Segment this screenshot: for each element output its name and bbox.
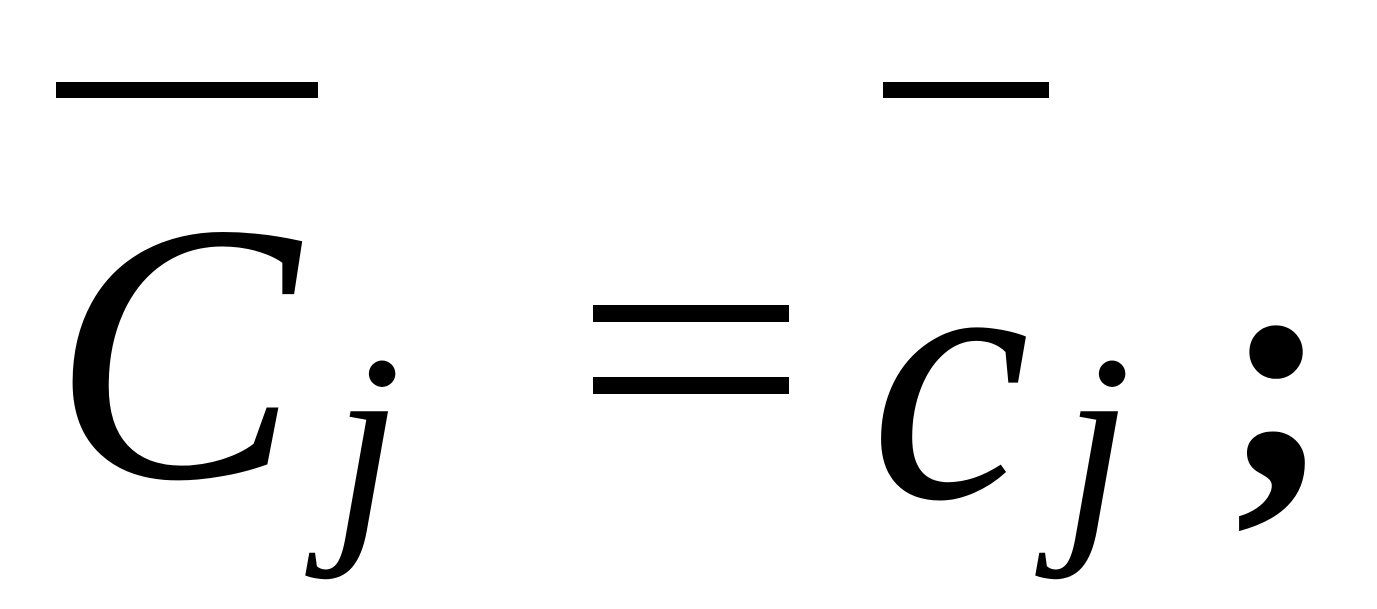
left-subscript: j <box>332 304 402 581</box>
right-overbar <box>883 82 1049 98</box>
semicolon: ; <box>1222 187 1332 552</box>
equals-sign <box>593 305 789 395</box>
right-symbol: c <box>870 176 1030 575</box>
equals-upper-bar <box>593 305 789 322</box>
right-subscript: j <box>1062 304 1132 581</box>
left-symbol: C <box>52 148 299 558</box>
left-overbar <box>56 82 318 98</box>
equals-lower-bar <box>593 377 789 394</box>
